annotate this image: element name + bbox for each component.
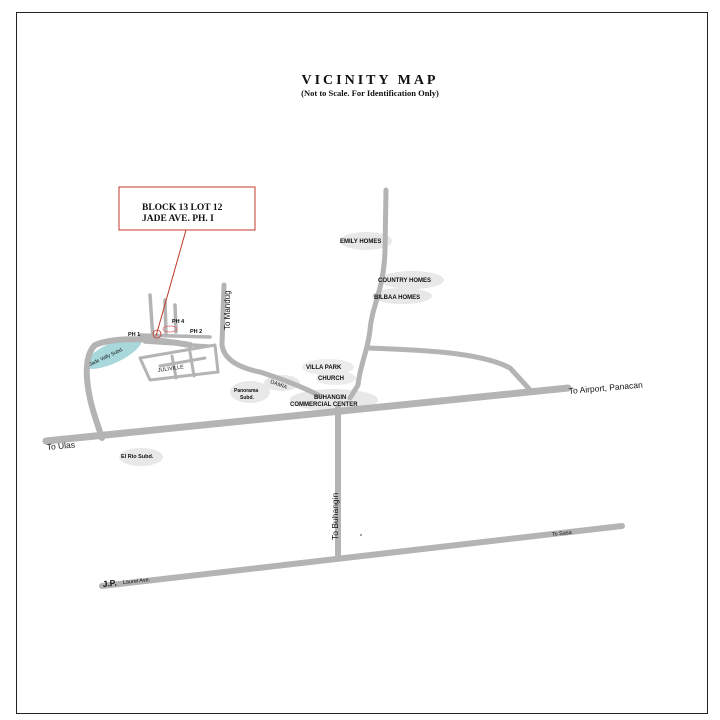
label-panorama-1: Panorama: [234, 388, 258, 394]
label-ph2: PH 2: [190, 329, 202, 335]
road-subdivision-west: [83, 336, 193, 441]
map-dot: [360, 534, 362, 536]
label-emily-homes: EMILY HOMES: [340, 239, 381, 245]
label-bilbaa-homes: BILBAA HOMES: [374, 295, 420, 301]
villa-park-area: [302, 359, 354, 375]
roads: [42, 187, 625, 589]
country-homes-area: [380, 271, 444, 289]
el-rio-area: [119, 448, 163, 466]
road-juliville-grid: [158, 350, 207, 380]
map-title: VICINITY MAP: [302, 73, 439, 88]
road-subdivision-grid: [138, 293, 212, 348]
road-east-branch: [365, 345, 535, 395]
label-panorama-2: Subd.: [240, 395, 254, 401]
label-juliville: JULIVILLE: [157, 364, 184, 374]
area-shading: [84, 232, 444, 466]
label-ph1: PH 1: [128, 332, 140, 338]
label-church: CHURCH: [318, 376, 344, 382]
label-jp-laurel-2: Laurel Ave.: [123, 577, 151, 586]
jade-valley-area: [84, 337, 142, 369]
label-jp-laurel-1: J.P.: [102, 578, 117, 589]
property-marker-icon: [152, 329, 162, 339]
label-ph4: PH 4: [172, 319, 185, 325]
callout-leader: [155, 229, 187, 337]
panorama-area: [230, 381, 270, 403]
property-callout: BLOCK 13 LOT 12 JADE AVE. PH. I: [118, 186, 256, 339]
label-buhangin-cc-2: COMMERCIAL CENTER: [290, 402, 358, 408]
road-jp-laurel: [99, 523, 625, 589]
label-country-homes: COUNTRY HOMES: [378, 278, 431, 284]
label-damia: DAMIA: [269, 379, 288, 391]
label-to-buhangin: To Buhangin: [330, 492, 340, 540]
label-villa-park: VILLA PARK: [306, 365, 342, 371]
damia-area: [264, 375, 300, 391]
label-buhangin-cc-1: BUHANGIN: [314, 395, 346, 401]
label-to-mandug: To Mandug: [223, 290, 232, 330]
label-el-rio: El Rio Subd.: [121, 454, 154, 460]
label-to-sasa: To Sasa: [552, 530, 573, 538]
callout-line-2: JADE AVE. PH. I: [142, 214, 214, 224]
callout-box: [118, 186, 256, 231]
church-area: [316, 371, 356, 385]
road-juliville-blocks: [138, 343, 220, 382]
road-north: [347, 187, 389, 401]
emily-homes-area: [340, 232, 392, 250]
bilbaa-homes-area: [372, 288, 432, 304]
road-mandug: [219, 282, 323, 399]
label-to-airport: To Airport, Panacan: [568, 380, 643, 396]
label-to-ulas: To Ulas: [46, 440, 75, 452]
map-subtitle: (Not to Scale. For Identification Only): [301, 88, 439, 98]
callout-line-1: BLOCK 13 LOT 12: [142, 203, 223, 213]
property-highlight: [162, 325, 178, 333]
road-ulas-airport: [42, 384, 572, 445]
